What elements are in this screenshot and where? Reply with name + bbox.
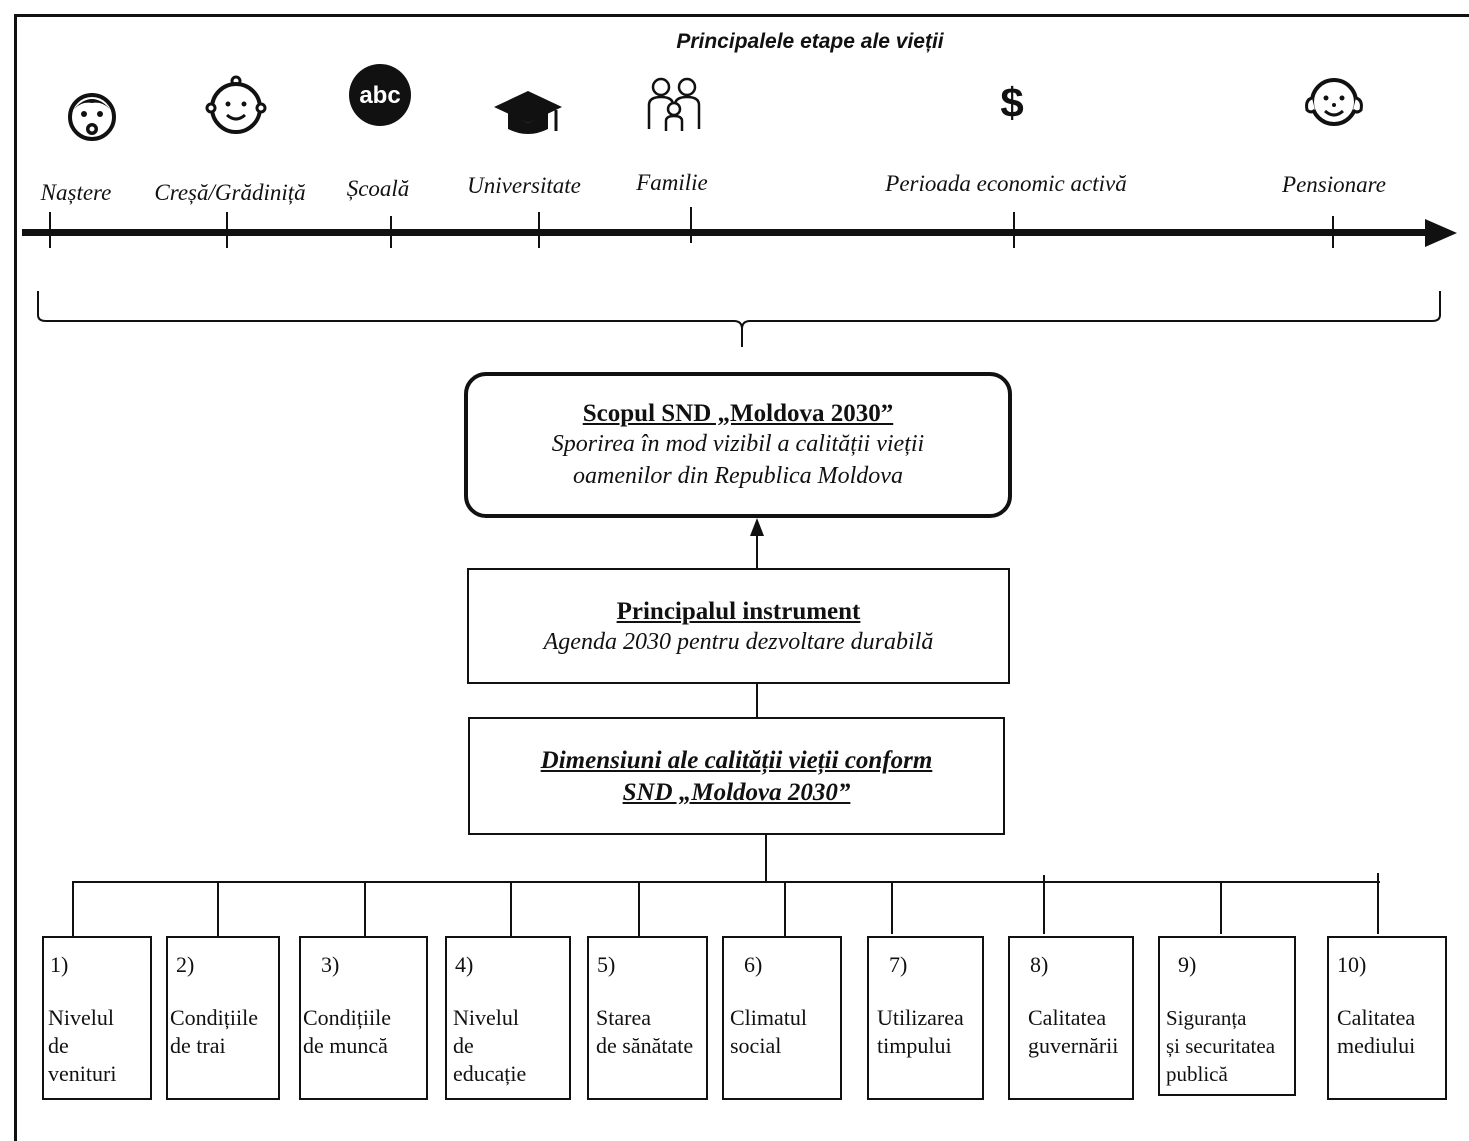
arrow-to-goal-head [750, 518, 764, 536]
stage-label-cresa: Creșă/Grădiniță [154, 180, 306, 205]
dimension-number: 2) [176, 952, 195, 977]
timeline-tick [1332, 216, 1334, 248]
instrument-text: Agenda 2030 pentru dezvoltare durabilă [543, 629, 934, 655]
svg-text:$: $ [1000, 79, 1023, 126]
timeline-tick [538, 212, 540, 248]
frame-left-border [14, 14, 17, 1141]
dimension-number: 6) [744, 952, 763, 977]
dimension-label: Siguranța și securitatea publică [1166, 1006, 1276, 1086]
abc-circle-icon: abc [340, 60, 420, 130]
dimension-box-7: 7) Utilizarea timpului [867, 936, 984, 1100]
stage-label-perioada-economic-activa: Perioada economic activă [885, 171, 1127, 196]
family-icon [636, 68, 716, 138]
toddler-face-icon [196, 70, 276, 140]
stage-label-universitate: Universitate [467, 173, 581, 198]
tree-branch [364, 881, 366, 936]
dimensions-heading-line-1: Dimensiuni ale calității vieții conform [540, 747, 933, 774]
timeline-tick [1013, 212, 1015, 248]
timeline-tick [226, 212, 228, 248]
dimension-label: Utilizarea timpului [877, 1005, 964, 1058]
dimension-label: Condițiile de trai [170, 1005, 258, 1058]
tree-branch [1043, 875, 1045, 934]
dimension-number: 9) [1178, 952, 1197, 977]
tree-trunk [765, 835, 767, 883]
svg-text:abc: abc [359, 82, 400, 109]
tree-branch [510, 881, 512, 940]
dollar-icon: $ [972, 66, 1052, 136]
timeline-axis [22, 229, 1427, 236]
tree-branch [72, 881, 74, 936]
dimensions-box: Dimensiuni ale calității vieții conform … [468, 717, 1005, 835]
connector-instrument-dimensions [756, 684, 758, 717]
arrow-to-goal-line [756, 534, 758, 568]
stage-label-familie: Familie [636, 170, 708, 195]
tree-branch [638, 881, 640, 936]
dimension-label: Climatul social [730, 1005, 807, 1058]
tree-branch [217, 881, 219, 939]
tree-branch [891, 881, 893, 934]
dimension-box-9: 9) Siguranța și securitatea publică [1158, 936, 1296, 1096]
baby-pacifier-icon [52, 80, 132, 150]
dimension-box-5: 5) Starea de sănătate [587, 936, 708, 1100]
frame-top-border [14, 14, 1469, 17]
dimension-number: 10) [1337, 952, 1367, 977]
timeline-tick [390, 216, 392, 248]
dimension-number: 1) [50, 952, 69, 977]
graduation-cap-icon [488, 78, 568, 148]
dimension-box-4: 4) Nivelul de educație [445, 936, 571, 1100]
tree-branch [1220, 881, 1222, 934]
stage-label-nastere: Naștere [40, 180, 112, 205]
dimensions-heading-line-2: SND „Moldova 2030” [622, 779, 851, 806]
tree-branch [1377, 873, 1379, 934]
dimension-label: Starea de sănătate [596, 1005, 694, 1058]
dimension-label: Calitatea mediului [1337, 1005, 1416, 1058]
goal-heading: Scopul SND „Moldova 2030” [582, 400, 894, 427]
dimension-label: Condițiile de muncă [303, 1005, 391, 1058]
dimension-label: Nivelul de educație [453, 1005, 527, 1086]
dimension-box-10: 10) Calitatea mediului [1327, 936, 1447, 1100]
timeline-tick [690, 207, 692, 243]
dimension-number: 4) [455, 952, 474, 977]
dimension-label: Calitatea guvernării [1028, 1005, 1119, 1058]
dimension-number: 8) [1030, 952, 1049, 977]
dimension-box-1: 1) Nivelul de venituri [42, 936, 152, 1100]
timeline-title: Principalele etape ale vieții [676, 30, 944, 53]
stage-label-pensionare: Pensionare [1282, 172, 1386, 197]
dimension-box-2: 2) Condițiile de trai [166, 936, 280, 1100]
tree-branch [784, 881, 786, 938]
dimension-box-8: 8) Calitatea guvernării [1008, 936, 1134, 1100]
timeline-brace [37, 291, 1441, 347]
dimension-box-6: 6) Climatul social [722, 936, 842, 1100]
instrument-heading: Principalul instrument [616, 598, 861, 625]
elder-face-icon [1294, 66, 1374, 136]
timeline-tick [49, 212, 51, 248]
stage-label-scoala: Școală [346, 176, 410, 201]
dimension-box-3: 3) Condițiile de muncă [299, 936, 428, 1100]
goal-box: Scopul SND „Moldova 2030” Sporirea în mo… [464, 372, 1012, 518]
timeline-arrowhead [1425, 219, 1457, 247]
dimension-label: Nivelul de venituri [48, 1005, 117, 1086]
dimension-number: 7) [889, 952, 908, 977]
goal-line-2: oamenilor din Republica Moldova [573, 463, 903, 489]
dimension-number: 5) [597, 952, 616, 977]
dimension-number: 3) [321, 952, 340, 977]
tree-horizontal-bar [72, 881, 1380, 883]
goal-line-1: Sporirea în mod vizibil a calității vieț… [551, 431, 925, 457]
instrument-box: Principalul instrument Agenda 2030 pentr… [467, 568, 1010, 684]
